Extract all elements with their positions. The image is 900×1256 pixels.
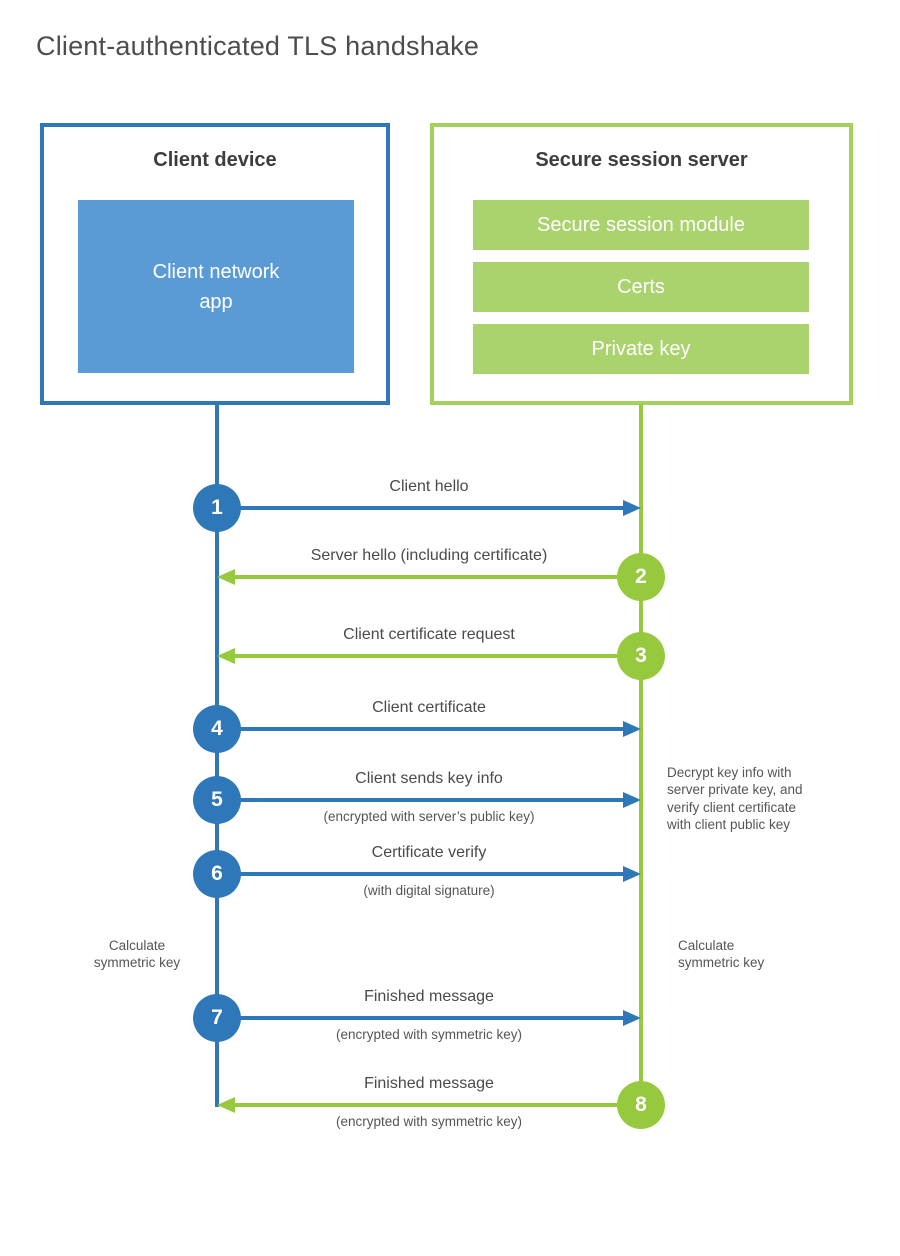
step-sublabel: (encrypted with symmetric key) <box>335 1114 523 1129</box>
calculate-symmetric-key-note-server: Calculate symmetric key <box>678 938 765 971</box>
step-circle: 6 <box>193 850 241 898</box>
server-module-bar: Private key <box>473 324 809 374</box>
arrow-shaft <box>217 727 623 731</box>
secure-session-server-box: Secure session server Secure session mod… <box>430 123 853 405</box>
step-label: Certificate verify <box>371 844 487 861</box>
client-device-heading: Client device <box>153 149 277 171</box>
step-label: Client sends key info <box>355 770 503 787</box>
server-module-bar: Certs <box>473 262 809 312</box>
arrow-head-left-icon <box>217 569 235 585</box>
arrow-head-right-icon <box>623 792 641 808</box>
client-lifeline <box>215 404 219 1107</box>
step-circle: 5 <box>193 776 241 824</box>
step-circle: 7 <box>193 994 241 1042</box>
step-label: Client certificate request <box>343 626 515 643</box>
arrow-head-left-icon <box>217 1097 235 1113</box>
arrow-head-right-icon <box>623 500 641 516</box>
secure-session-server-heading: Secure session server <box>535 149 748 171</box>
step-label: Finished message <box>364 1075 494 1092</box>
arrow-shaft <box>217 506 623 510</box>
step-label: Server hello (including certificate) <box>310 547 548 564</box>
page-title: Client-authenticated TLS handshake <box>36 31 480 61</box>
step-circle: 3 <box>617 632 665 680</box>
arrow-shaft <box>235 575 641 579</box>
server-lifeline <box>639 404 643 1107</box>
step-circle: 8 <box>617 1081 665 1129</box>
arrow-head-right-icon <box>623 866 641 882</box>
arrow-shaft <box>217 872 623 876</box>
arrow-shaft <box>235 654 641 658</box>
step-label: Client certificate <box>372 699 486 716</box>
client-device-box: Client device Client network app <box>40 123 390 405</box>
arrow-shaft <box>235 1103 641 1107</box>
calculate-symmetric-key-note-client: Calculate symmetric key <box>93 938 181 971</box>
client-network-app-box: Client network app <box>78 200 354 373</box>
arrow-head-right-icon <box>623 721 641 737</box>
arrow-head-left-icon <box>217 648 235 664</box>
step-circle: 4 <box>193 705 241 753</box>
arrow-shaft <box>217 798 623 802</box>
step-circle: 2 <box>617 553 665 601</box>
step-circle: 1 <box>193 484 241 532</box>
decrypt-note: Decrypt key info with server private key… <box>667 765 803 832</box>
step-sublabel: (encrypted with symmetric key) <box>335 1027 523 1042</box>
server-module-bar: Secure session module <box>473 200 809 250</box>
step-label: Finished message <box>364 988 494 1005</box>
step-sublabel: (encrypted with server’s public key) <box>323 809 535 824</box>
step-sublabel: (with digital signature) <box>363 883 495 898</box>
arrow-shaft <box>217 1016 623 1020</box>
arrow-head-right-icon <box>623 1010 641 1026</box>
step-label: Client hello <box>389 478 469 495</box>
